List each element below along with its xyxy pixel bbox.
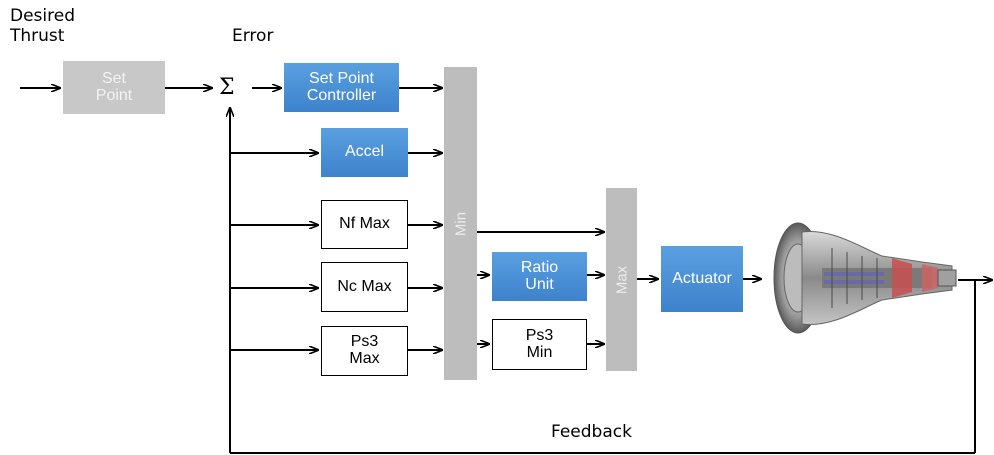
accel-block: Accel xyxy=(321,128,408,177)
ps3-max-block: Ps3 Max xyxy=(321,326,408,376)
error-label: Error xyxy=(232,26,274,46)
turbofan-engine-icon xyxy=(773,222,957,334)
desired-thrust-label: Desired Thrust xyxy=(10,6,75,47)
min-selector-label: Min xyxy=(452,211,469,236)
summing-junction-icon: Σ xyxy=(219,75,235,100)
set-point-block: Set Point xyxy=(63,61,165,114)
max-selector-bar: Max xyxy=(606,188,637,371)
nc-max-block: Nc Max xyxy=(321,262,408,312)
min-selector-bar: Min xyxy=(444,67,477,380)
actuator-block: Actuator xyxy=(661,246,743,312)
set-point-controller-block: Set Point Controller xyxy=(284,63,399,112)
feedback-label: Feedback xyxy=(551,422,632,442)
ratio-unit-block: Ratio Unit xyxy=(492,252,587,301)
max-selector-label: Max xyxy=(613,265,630,294)
ps3-min-block: Ps3 Min xyxy=(492,319,587,370)
nf-max-block: Nf Max xyxy=(321,200,408,249)
